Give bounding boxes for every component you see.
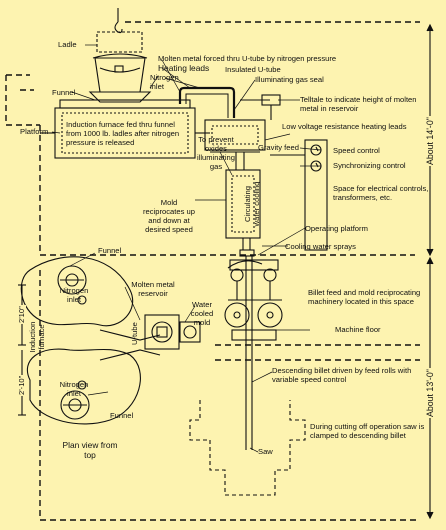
label-circulating-water: Circulating water cooling xyxy=(243,181,261,227)
label-about-13ft: About 13'-0" xyxy=(425,368,435,418)
label-descending-billet: Descending billet driven by feed rolls w… xyxy=(272,366,412,384)
label-cutting-off: During cutting off operation saw is clam… xyxy=(310,422,425,440)
plan-view xyxy=(20,256,201,425)
label-ladle: Ladle xyxy=(58,40,77,49)
label-molten-metal-forced: Molten metal forced thru U-tube by nitro… xyxy=(158,54,337,63)
label-machine-floor: Machine floor xyxy=(335,325,381,334)
label-funnel-plan-top: Funnel xyxy=(98,246,122,255)
label-platform: Platform xyxy=(20,127,49,136)
label-funnel-plan-bottom: Funnel xyxy=(110,411,134,420)
label-nitrogen-inlet-plan2: Nitrogen inlet xyxy=(59,380,89,398)
label-nitrogen-inlet-top: Nitrogen inlet xyxy=(150,73,179,91)
label-synchronizing-control: Synchronizing control xyxy=(333,161,406,170)
label-water-cooled-mold: Water cooled mold xyxy=(190,300,214,327)
mold-column xyxy=(225,169,263,445)
label-u-tube: U-tube xyxy=(130,322,139,345)
label-low-voltage: Low voltage resistance heating leads xyxy=(282,122,407,131)
label-dim-2-10-bottom: 2'-10" xyxy=(17,374,26,396)
leader-lines xyxy=(51,44,322,453)
label-space-electrical: Space for electrical controls, transform… xyxy=(333,184,429,202)
label-nitrogen-inlet-plan1: Nitrogen inlet xyxy=(59,286,89,304)
label-dim-2-10-top: 2'10" xyxy=(17,305,26,324)
label-cooling-water-sprays: Cooling water sprays xyxy=(285,242,356,251)
label-induction-furnace-note: Induction furnace fed thru funnel from 1… xyxy=(66,120,180,147)
label-insulated-u-tube: Insulated U-tube xyxy=(225,65,281,74)
control-cabinet xyxy=(270,139,328,251)
label-saw: Saw xyxy=(258,447,273,456)
label-molten-metal-reservoir: Molten metal reservoir xyxy=(131,280,175,298)
label-induction-furnace-plan: Induction furnace xyxy=(28,321,46,353)
ladle xyxy=(92,8,148,93)
label-heating-leads-top: Heating leads xyxy=(158,63,210,73)
label-illuminating-gas-seal: Illuminating gas seal xyxy=(255,75,324,84)
label-plan-view: Plan view from top xyxy=(62,440,118,460)
label-gravity-feed: Gravity feed xyxy=(258,143,299,152)
label-telltale: Telltale to indicate height of molten me… xyxy=(300,95,417,113)
label-about-14ft: About 14'-0" xyxy=(425,116,435,166)
label-billet-feed: Billet feed and mold reciprocating machi… xyxy=(308,288,421,306)
label-mold-reciprocates: Mold reciprocates up and down at desired… xyxy=(143,198,195,234)
induction-furnace xyxy=(40,91,210,159)
billet-feed-machinery xyxy=(224,259,283,341)
saw-pit xyxy=(189,400,306,496)
building-outline xyxy=(5,21,420,521)
label-operating-platform: Operating platform xyxy=(305,224,368,233)
label-funnel-top: Funnel xyxy=(52,88,76,97)
label-speed-control: Speed control xyxy=(333,146,380,155)
label-prevent-oxides: To prevent oxides illuminating gas xyxy=(197,135,235,171)
